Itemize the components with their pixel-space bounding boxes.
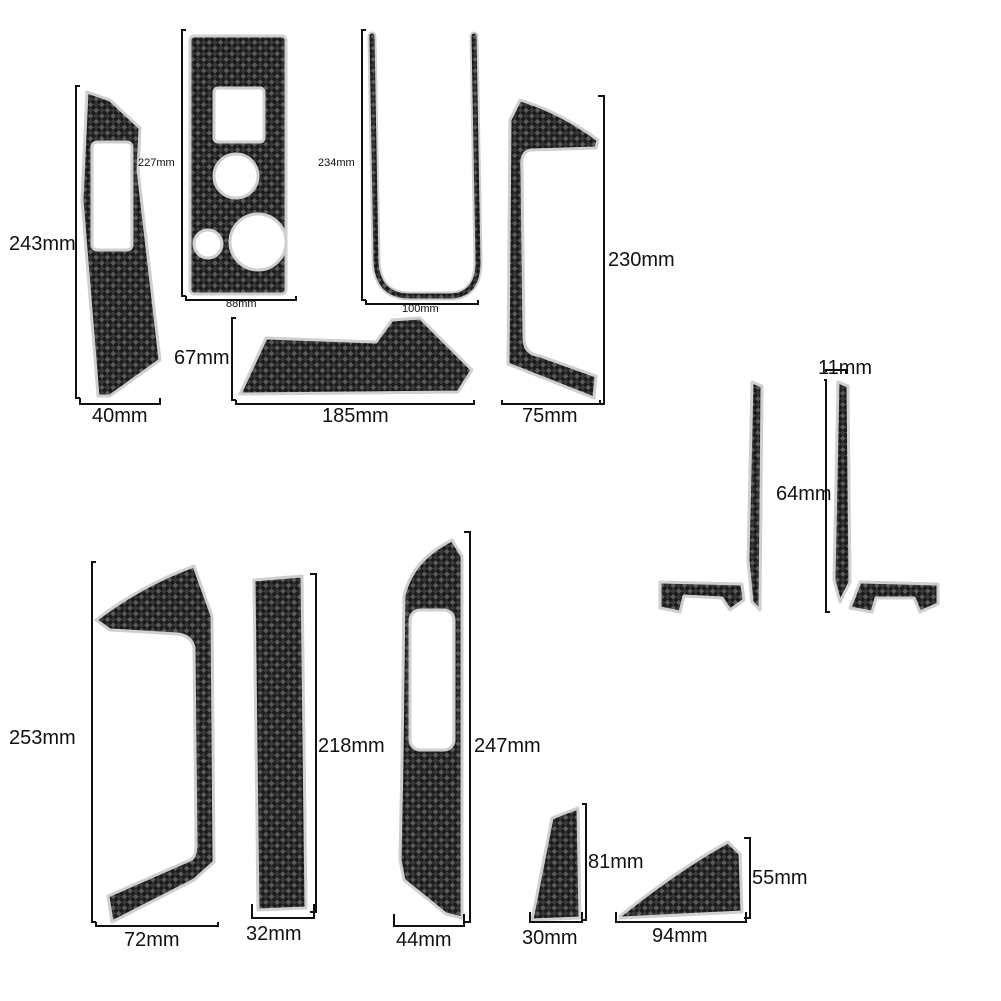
dimension-bracket [824,369,847,613]
dimension-bracket [231,317,475,405]
dimension-bracket [181,29,297,301]
trim-piece-thin-strips [658,380,940,614]
dimension-bracket [501,95,605,405]
dimension-bracket [251,573,317,919]
trim-piece-narrow-strip [252,574,308,912]
dimension-label: 67mm [174,347,230,369]
dimension-label: 72mm [124,929,180,951]
dimension-label: 44mm [396,929,452,951]
dimension-label: 32mm [246,923,302,945]
trim-piece-window-panel-left [80,90,162,398]
dimension-label: 75mm [522,405,578,427]
dimension-bracket [361,29,479,305]
dimension-label: 230mm [608,249,675,271]
trim-piece-tall-curved-frame [94,564,216,924]
dimension-label: 40mm [92,405,148,427]
dimension-label: 30mm [522,927,578,949]
dimension-label: 234mm [318,157,355,169]
trim-piece-window-panel-right [398,538,464,920]
dimension-label: 94mm [652,925,708,947]
trim-piece-console-panel [188,34,288,296]
dimension-label: 227mm [138,157,175,169]
dimension-label: 218mm [318,735,385,757]
trim-piece-u-frame [367,31,483,301]
dimension-label: 64mm [776,483,832,505]
trim-piece-triangle [618,840,744,920]
dimension-bracket [529,803,587,923]
trim-piece-curved-frame-right [506,98,600,400]
dimension-label: 100mm [402,303,439,315]
dimension-bracket [75,85,161,405]
trim-piece-wide-panel [238,316,474,396]
dimension-label: 185mm [322,405,389,427]
dimension-label: 243mm [9,233,76,255]
dimension-label: 11mm [818,357,873,379]
dimension-label: 81mm [588,851,644,873]
trim-piece-small-tapered [530,806,582,922]
dimension-label: 55mm [752,867,808,889]
dimension-label: 88mm [226,298,257,310]
dimension-label: 253mm [9,727,76,749]
dimension-bracket [393,531,471,927]
dimension-bracket [615,837,751,923]
dimension-label: 247mm [474,735,541,757]
dimension-bracket [91,561,219,927]
